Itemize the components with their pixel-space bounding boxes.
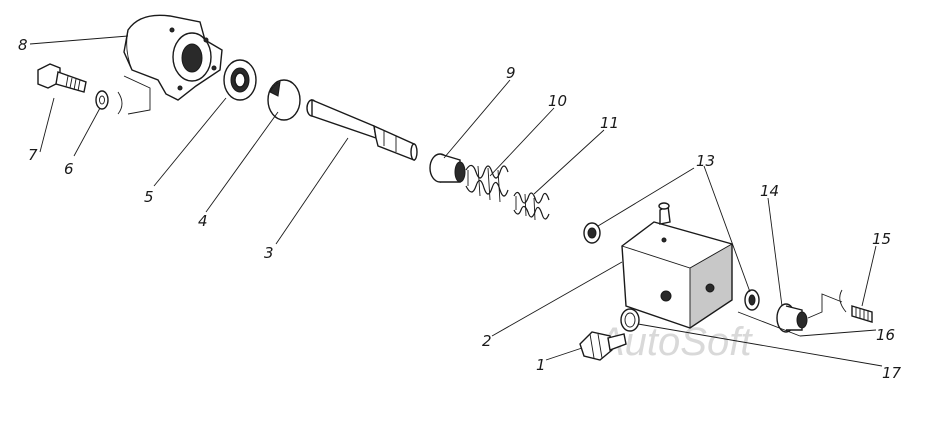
part-11-small-spring [513,191,550,221]
part-labels: 8 7 6 5 4 3 9 10 11 13 14 15 16 17 1 2 [18,36,902,382]
part-10-large-spring [465,164,509,203]
part-13-o-ring-b [744,289,760,311]
label-9: 9 [506,64,516,82]
label-2: 2 [482,332,492,350]
assembly-arrow-left [117,75,151,115]
part-7-bolt [37,63,87,93]
label-3: 3 [264,244,274,262]
part-17-washer [620,308,640,332]
part-3-piston-rod [306,98,418,162]
part-14-cap-fitting [776,303,808,333]
label-14: 14 [760,182,779,200]
part-5-seal-ring [223,59,257,101]
part-15-screw [851,305,873,323]
label-8: 8 [18,36,28,54]
label-1: 1 [536,356,546,374]
label-10: 10 [548,92,567,110]
label-13: 13 [696,152,715,170]
part-13-o-ring-a [583,222,601,244]
part-9-bushing [429,153,466,183]
label-17: 17 [882,364,902,382]
part-8-flange-housing [123,14,223,101]
part-6-lock-washer [95,90,109,110]
assembly-arrow-right [807,289,847,319]
label-16: 16 [876,326,895,344]
part-4-cap [267,79,301,121]
label-6: 6 [64,160,74,178]
part-2-valve-body [621,202,733,329]
part-1-fitting [579,331,627,361]
label-7: 7 [28,146,38,164]
label-4: 4 [198,212,208,230]
label-5: 5 [144,188,154,206]
leader-lines [29,35,883,367]
label-15: 15 [872,230,891,248]
label-11: 11 [600,114,619,132]
